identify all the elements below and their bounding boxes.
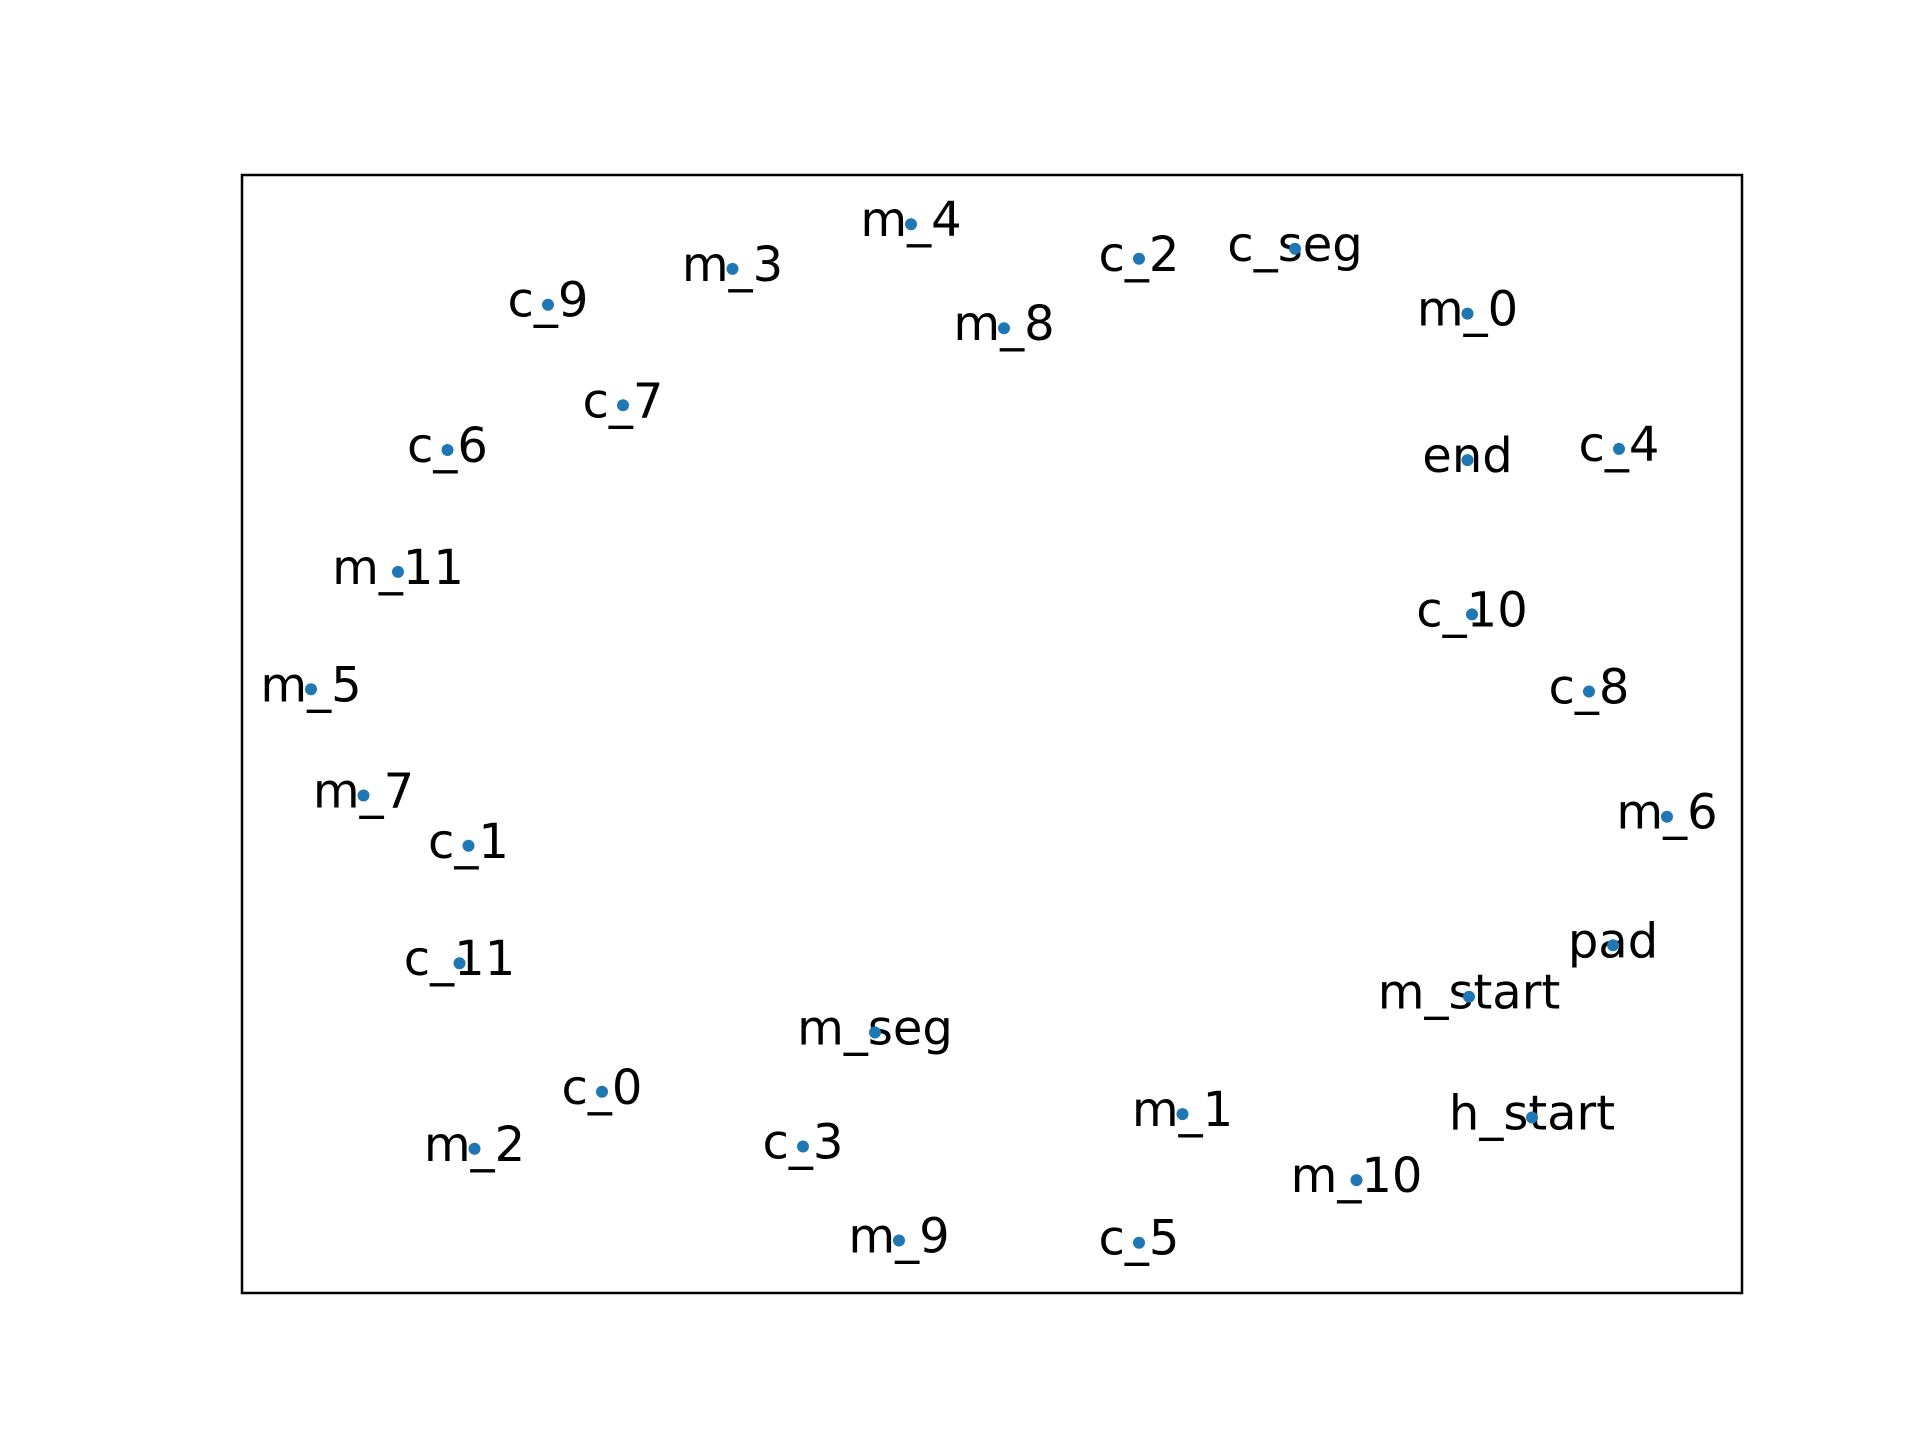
data-point-c-9 — [542, 298, 554, 311]
data-point-m-7 — [357, 789, 370, 802]
data-point-c-2 — [1133, 252, 1145, 265]
data-point-h-start — [1526, 1111, 1538, 1124]
data-point-m-5 — [305, 683, 317, 696]
label-layer: m_4c_2c_segm_3c_9m_8m_0c_7c_6endc_4m_11c… — [260, 192, 1717, 1266]
data-point-c-3 — [797, 1140, 809, 1153]
data-point-c-4 — [1613, 442, 1625, 455]
data-point-m-1 — [1176, 1108, 1189, 1121]
data-point-m-4 — [905, 218, 917, 231]
data-point-end — [1461, 454, 1474, 467]
data-point-m-9 — [893, 1234, 905, 1247]
data-point-m-8 — [998, 322, 1010, 335]
data-point-m-0 — [1461, 307, 1474, 320]
data-point-m-2 — [468, 1142, 481, 1155]
data-point-c-8 — [1583, 685, 1595, 698]
axes-frame — [240, 173, 1744, 1295]
data-point-m-6 — [1661, 810, 1673, 823]
data-point-c-1 — [462, 839, 475, 852]
data-point-c-6 — [441, 444, 454, 456]
data-point-c-5 — [1133, 1236, 1145, 1249]
data-point-c-seg — [1289, 242, 1301, 255]
data-point-m-3 — [726, 262, 739, 275]
data-point-c-7 — [617, 399, 629, 412]
data-point-m-seg — [869, 1026, 881, 1039]
data-point-m-10 — [1350, 1174, 1363, 1187]
data-point-c-10 — [1466, 608, 1478, 621]
data-point-c-11 — [453, 957, 466, 970]
data-point-m-11 — [392, 565, 404, 578]
point-layer — [305, 218, 1673, 1249]
data-point-m-start — [1463, 990, 1475, 1003]
data-point-c-0 — [596, 1085, 608, 1098]
data-point-pad — [1607, 939, 1619, 952]
